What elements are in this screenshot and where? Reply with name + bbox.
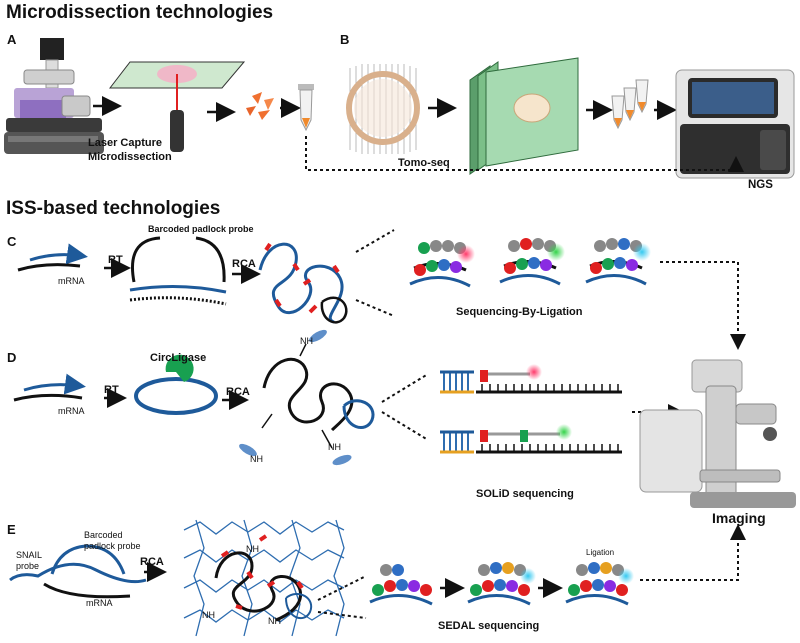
serial-sections-icon — [469, 57, 579, 175]
label-e-nh-1: NH — [246, 544, 259, 554]
label-d-enzyme: CircLigase — [150, 352, 207, 364]
label-d-nh-2: NH — [250, 454, 263, 464]
panel-label-a: A — [7, 32, 17, 47]
rca-product-d-icon — [239, 329, 375, 466]
snail-probe-icon — [9, 544, 147, 599]
label-lcm: Laser Capture Microdissection — [88, 137, 172, 163]
label-d-method: SOLiD sequencing — [476, 488, 574, 500]
label-e-method: SEDAL sequencing — [438, 620, 540, 632]
mrna-d-icon — [13, 373, 86, 402]
label-ngs: NGS — [748, 179, 773, 191]
label-c-probe: Barcoded padlock probe — [148, 224, 254, 234]
captured-cells-icon — [246, 92, 274, 120]
sedal-step-3 — [565, 562, 634, 606]
sbl-cycle-1 — [409, 240, 475, 288]
label-e-rca: RCA — [140, 556, 164, 568]
label-c-mrna: mRNA — [58, 276, 85, 286]
label-c-method: Sequencing-By-Ligation — [456, 306, 583, 318]
tissue-slide-icon — [108, 61, 246, 152]
padlock-probe-c-icon — [129, 236, 227, 306]
label-e-mrna: mRNA — [86, 598, 113, 608]
label-e-probe: Barcoded padlock probe — [84, 530, 141, 551]
imaging-microscope-icon — [639, 359, 796, 508]
label-d-nh-1: NH — [300, 336, 313, 346]
solid-read-2 — [440, 424, 622, 454]
sedal-step-2 — [467, 562, 536, 606]
label-d-nh-3: NH — [328, 442, 341, 452]
sedal-step-1 — [369, 564, 433, 606]
label-d-mrna: mRNA — [58, 406, 85, 416]
ngs-sequencer-icon — [675, 69, 795, 179]
solid-read-1 — [440, 364, 622, 394]
hydrogel-mesh-icon — [183, 519, 345, 637]
label-d-rt: RT — [104, 384, 119, 396]
panel-label-e: E — [7, 522, 16, 537]
panel-label-d: D — [7, 350, 17, 365]
mrna-c-icon — [17, 243, 88, 272]
label-e-nh-3: NH — [268, 616, 281, 626]
label-e-ligation: Ligation — [586, 548, 615, 557]
label-imaging: Imaging — [712, 510, 766, 526]
panel-label-c: C — [7, 234, 17, 249]
label-d-rca: RCA — [226, 386, 250, 398]
heading-microdissection: Microdissection technologies — [6, 2, 274, 23]
label-tomo-seq: Tomo-seq — [398, 157, 450, 169]
sbl-cycle-3 — [585, 238, 651, 286]
embryo-section-icon — [346, 64, 420, 154]
sbl-cycle-2 — [499, 238, 565, 286]
label-e-nh-2: NH — [202, 610, 215, 620]
tube-array-icon — [611, 79, 649, 130]
laser-microscope-icon — [4, 38, 104, 154]
rca-product-c-icon — [258, 242, 348, 324]
label-c-rt: RT — [108, 254, 123, 266]
label-e-snail: SNAIL probe — [16, 550, 43, 571]
circligase-icon — [134, 354, 218, 415]
sample-tube-icon — [298, 84, 314, 132]
heading-iss: ISS-based technologies — [6, 198, 221, 219]
label-c-rca: RCA — [232, 258, 256, 270]
panel-label-b: B — [340, 32, 350, 47]
